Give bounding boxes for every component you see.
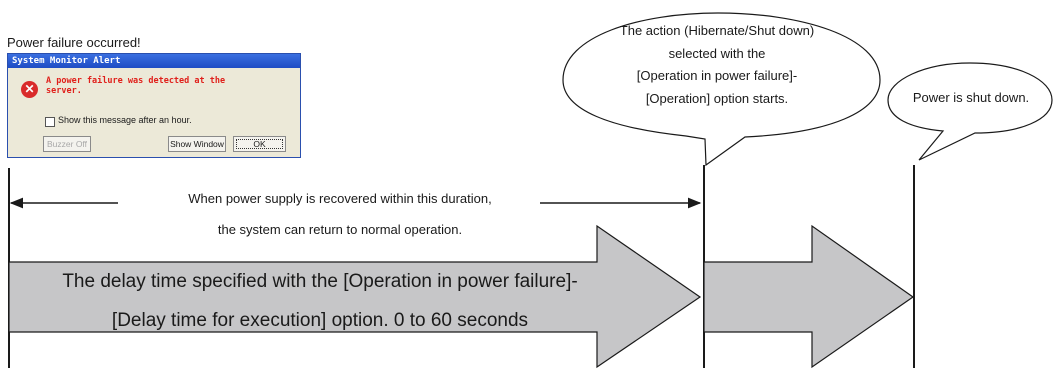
- error-icon: ✕: [21, 81, 38, 98]
- delay-line-1: The delay time specified with the [Opera…: [62, 271, 578, 292]
- delay-block-arrow: [8, 224, 702, 369]
- delay-description: The delay time specified with the [Opera…: [10, 262, 630, 340]
- recovery-description: When power supply is recovered within th…: [120, 183, 560, 245]
- execution-block-arrow: [703, 224, 915, 369]
- delay-line-2: [Delay time for execution] option. 0 to …: [111, 310, 529, 331]
- recovery-line-2: the system can return to normal operatio…: [217, 222, 463, 237]
- ok-button[interactable]: OK: [233, 136, 286, 152]
- action-callout-line-1: The action (Hibernate/Shut down): [619, 23, 815, 38]
- shutdown-speech-bubble: [887, 62, 1053, 161]
- action-callout-line-3: [Operation in power failure]-: [636, 68, 798, 83]
- dialog-title: System Monitor Alert: [8, 54, 300, 68]
- action-speech-bubble: [562, 12, 881, 167]
- dialog-message: A power failure was detected at the serv…: [46, 76, 226, 96]
- action-callout-line-2: selected with the: [668, 45, 766, 61]
- action-callout-line-4: [Operation] option starts.: [645, 90, 789, 106]
- show-window-button[interactable]: Show Window: [168, 136, 226, 152]
- show-later-checkbox[interactable]: [45, 117, 55, 127]
- power-failure-label: Power failure occurred!: [7, 35, 141, 50]
- action-callout-text: The action (Hibernate/Shut down) selecte…: [586, 20, 848, 110]
- recovery-line-1: When power supply is recovered within th…: [188, 191, 492, 206]
- system-monitor-alert-dialog: System Monitor Alert ✕ A power failure w…: [7, 53, 301, 158]
- show-later-checkbox-label: Show this message after an hour.: [58, 115, 192, 125]
- buzzer-off-button[interactable]: Buzzer Off: [43, 136, 91, 152]
- shutdown-callout-text: Power is shut down.: [912, 90, 1030, 105]
